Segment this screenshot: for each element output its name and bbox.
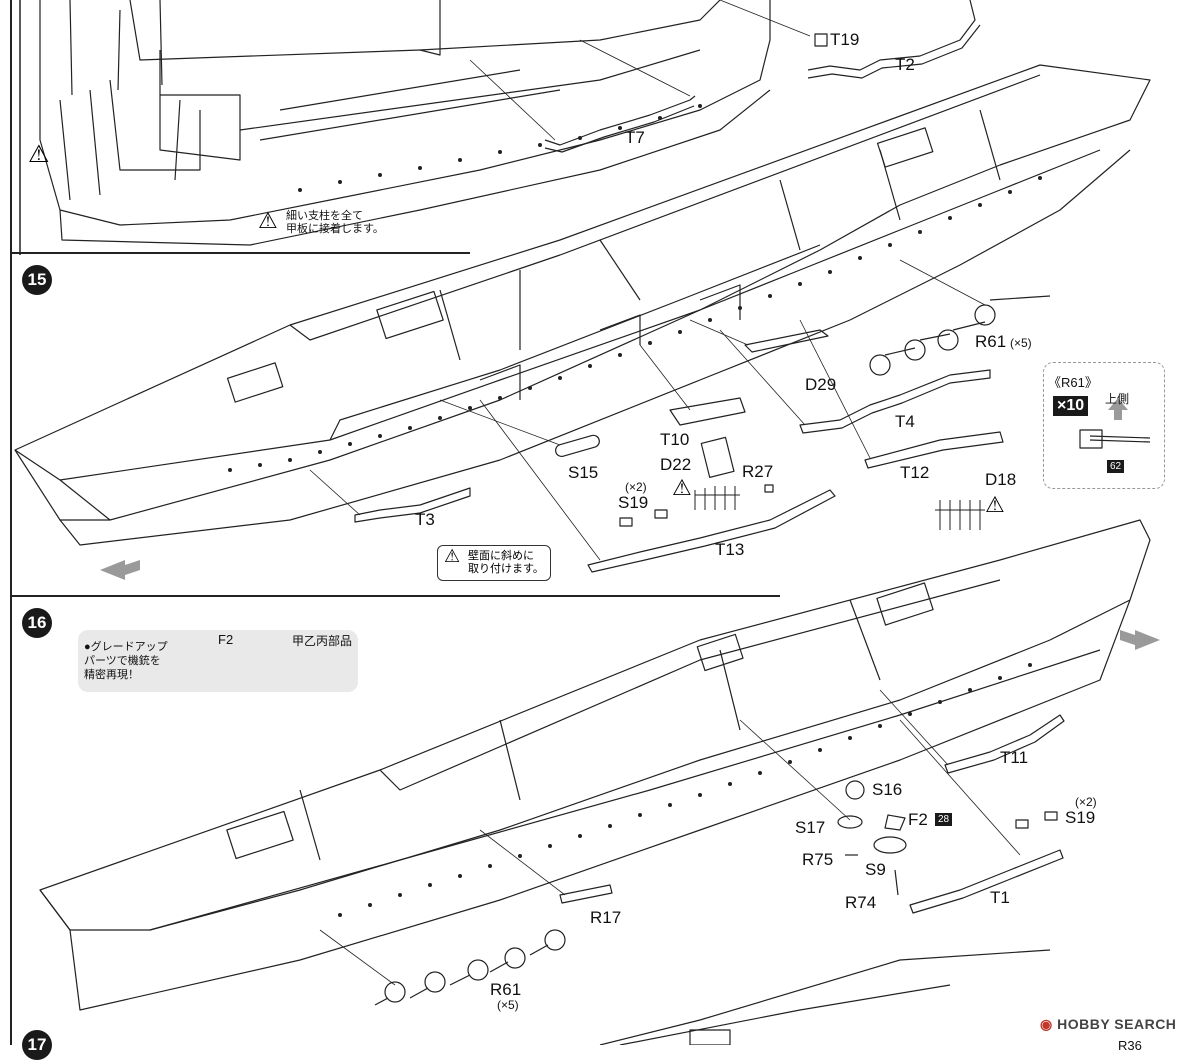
part-label-r36: R36 [1118, 1038, 1142, 1053]
part-label-r61: R61 [975, 332, 1007, 351]
warning-icon: ⚠ [28, 141, 50, 168]
step-15-badge: 15 [22, 265, 52, 295]
part-label-r61-16: R61 [490, 980, 522, 999]
warning-icon: ⚠ [985, 492, 1005, 517]
gradeup-from: F2 [218, 632, 234, 647]
step15-note: ⚠ 壁面に斜めに 取り付けます。 [437, 545, 551, 581]
logo-text: HOBBY SEARCH [1057, 1016, 1177, 1032]
part-label-s17: S17 [795, 818, 826, 837]
step16-hull [39, 519, 1151, 1011]
gradeup-to: 甲乙丙部品 [292, 634, 353, 648]
s19-qty: (×2) [625, 480, 647, 494]
part-label-d22: D22 [660, 455, 692, 474]
part-label-t10: T10 [660, 430, 690, 449]
part-label-d29: D29 [805, 375, 837, 394]
r61-inset-direction: 上側 [1105, 392, 1130, 406]
r61-qty-16: (×5) [497, 998, 519, 1012]
part-label-t7: T7 [625, 128, 645, 147]
part-label-t2: T2 [895, 55, 915, 74]
part-label-t11: T11 [1000, 748, 1029, 767]
part-label-r74: R74 [845, 893, 877, 912]
r61-inset-qty: ×10 [1053, 396, 1089, 416]
warning-icon: ⚠ [258, 208, 278, 233]
step14-note-line1: 細い支柱を全て [286, 210, 363, 222]
hobbysearch-logo: ◉ HOBBY SEARCH [1040, 1016, 1176, 1033]
step15-portholes [228, 176, 1042, 472]
part-label-s9: S9 [865, 860, 886, 879]
part-label-f2: F2 [908, 810, 928, 829]
part-label-t19: T19 [830, 30, 860, 49]
part-label-s19-16: S19 [1065, 808, 1096, 827]
part-label-t1: T1 [990, 888, 1010, 907]
f2-ref: 28 [935, 813, 953, 826]
part-label-t12: T12 [900, 463, 930, 482]
part-label-d18: D18 [985, 470, 1017, 489]
step15-note-line1: 壁面に斜めに [468, 550, 534, 562]
part-label-s19: S19 [618, 493, 649, 512]
r61-qty: (×5) [1010, 336, 1032, 350]
part-label-r75: R75 [802, 850, 834, 869]
part-label-s16: S16 [872, 780, 903, 799]
gradeup-box [78, 630, 358, 692]
step-17-badge: 17 [22, 1030, 52, 1060]
divider-left [10, 0, 12, 1045]
gradeup-line3: 精密再現！ [84, 669, 139, 681]
part-label-t4: T4 [895, 412, 915, 431]
r61-inset [1043, 362, 1165, 489]
r61-inset-ref: 62 [1107, 460, 1125, 473]
step14-note: 細い支柱を全て 甲板に接着します。 [286, 210, 384, 236]
step14-note-line2: 甲板に接着します。 [286, 223, 384, 235]
warning-icon: ⚠ [444, 546, 461, 566]
step15-note-line2: 取り付けます。 [468, 563, 544, 575]
part-label-r17: R17 [590, 908, 622, 927]
divider-step15 [10, 595, 780, 597]
step14-hull [39, 0, 771, 246]
gradeup-text: ●グレードアップ パーツで機銃を 精密再現！ [84, 640, 168, 682]
step16-portholes [338, 663, 1032, 917]
part-label-r27: R27 [742, 462, 774, 481]
gradeup-line2: パーツで機銃を [84, 655, 161, 667]
r61-inset-title: 《R61》 [1048, 375, 1098, 390]
divider-step14 [10, 252, 470, 254]
step15-hull [14, 64, 1151, 546]
warning-icon: ⚠ [672, 475, 692, 500]
part-label-s15: S15 [568, 463, 599, 482]
hobbysearch-logo-icon: ◉ [1040, 1016, 1053, 1032]
s19-qty-16: (×2) [1075, 795, 1097, 809]
part-label-t13: T13 [715, 540, 745, 559]
part-label-t3: T3 [415, 510, 435, 529]
gradeup-line1: ●グレードアップ [84, 641, 168, 653]
step-16-badge: 16 [22, 608, 52, 638]
